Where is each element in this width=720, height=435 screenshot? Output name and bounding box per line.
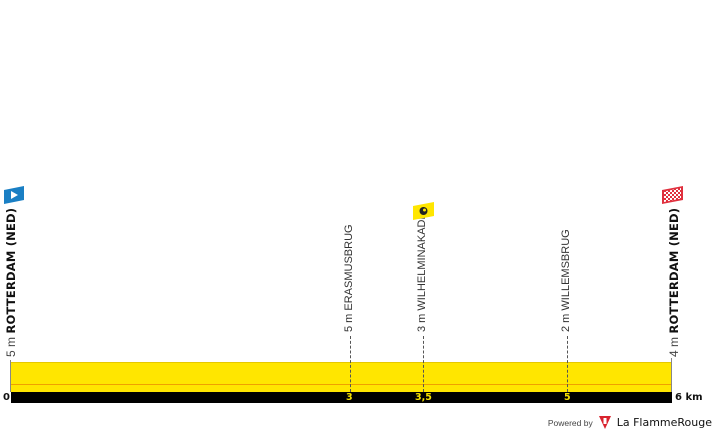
profile-right-edge: [671, 358, 672, 392]
powered-by-footer: Powered by La FlammeRouge: [548, 416, 712, 429]
km-tick-3-5: 3,5: [415, 392, 432, 403]
waypoint-label-willemsbrug: 2 m WILLEMSBRUG: [560, 229, 572, 332]
waypoint-name: WILLEMSBRUG: [560, 229, 572, 311]
start-label: 5 m ROTTERDAM (NED): [4, 208, 18, 357]
brand-name: La FlammeRouge: [616, 416, 712, 429]
axis-end-label: 6 km: [675, 392, 703, 403]
finish-label: 4 m ROTTERDAM (NED): [667, 208, 681, 357]
start-flag-icon: [4, 186, 24, 204]
waypoint-label-wilhelminakade: 3 m WILHELMINAKADE: [416, 212, 428, 332]
intermediate-time-icon: [413, 202, 434, 220]
profile-left-edge: [10, 360, 11, 392]
waypoint-line-willemsbrug: [567, 336, 568, 392]
waypoint-line-erasmusbrug: [350, 336, 351, 392]
km-tick-5: 5: [564, 392, 571, 403]
km-tick-3: 3: [346, 392, 353, 403]
waypoint-name: ERASMUSBRUG: [343, 224, 355, 311]
finish-altitude: 4 m: [667, 336, 681, 357]
start-altitude: 5 m: [4, 336, 18, 357]
axis-zero-label: 0: [3, 392, 10, 403]
finish-flag-icon: [662, 186, 683, 204]
profile-area: [11, 362, 671, 393]
waypoint-label-erasmusbrug: 5 m ERASMUSBRUG: [343, 224, 355, 332]
waypoint-line-wilhelminakade: [423, 336, 424, 392]
start-name: ROTTERDAM (NED): [4, 207, 18, 334]
finish-name: ROTTERDAM (NED): [667, 207, 681, 334]
waypoint-altitude: 2 m: [560, 313, 572, 332]
powered-by-text: Powered by: [547, 417, 593, 428]
distance-axis: [11, 392, 672, 403]
waypoint-name: WILHELMINAKADE: [416, 212, 428, 311]
flamme-rouge-logo-icon: [598, 416, 611, 429]
waypoint-altitude: 5 m: [343, 313, 355, 332]
profile-inner-line: [11, 384, 671, 385]
waypoint-altitude: 3 m: [416, 313, 428, 332]
